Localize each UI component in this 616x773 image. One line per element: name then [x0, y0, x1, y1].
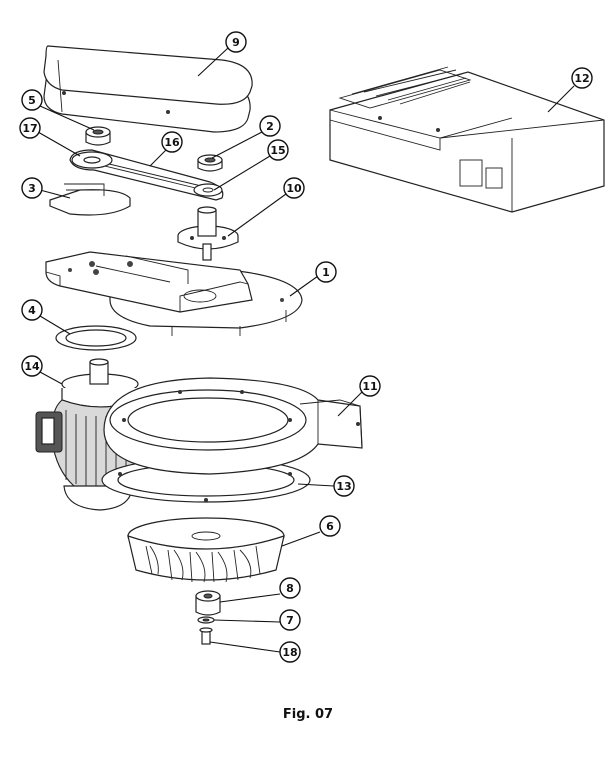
callout-7: 7: [279, 609, 301, 631]
part-12-control-box: [329, 66, 605, 213]
callout-label: 16: [164, 136, 180, 149]
callout-11: 11: [359, 375, 381, 397]
part-10-pulley-hub: [177, 206, 239, 261]
part-5-bushing: [85, 126, 111, 146]
part-18-bolt: [199, 627, 213, 645]
callout-label: 6: [326, 520, 334, 533]
part-11-fan-housing: [103, 377, 363, 475]
callout-label: 18: [282, 646, 297, 659]
callout-label: 8: [286, 582, 294, 595]
callout-17: 17: [19, 117, 41, 139]
callout-label: 4: [28, 304, 36, 317]
part-7-washer: [197, 616, 215, 624]
callout-9: 9: [225, 31, 247, 53]
callout-6: 6: [319, 515, 341, 537]
callout-label: 14: [24, 360, 40, 373]
part-1-mounting-plate: [45, 251, 303, 336]
callout-18: 18: [279, 641, 301, 663]
part-6-impeller: [127, 517, 285, 583]
part-9-belt-cover: [43, 45, 253, 133]
callout-15: 15: [267, 139, 289, 161]
callout-label: 15: [270, 144, 285, 157]
callout-label: 1: [322, 266, 330, 279]
callout-4: 4: [21, 299, 43, 321]
callout-label: 5: [28, 94, 36, 107]
callout-2: 2: [259, 115, 281, 137]
part-4-gasket-ring: [55, 325, 137, 351]
callout-10: 10: [283, 177, 305, 199]
callout-1: 1: [315, 261, 337, 283]
callout-3: 3: [21, 177, 43, 199]
callout-13: 13: [333, 475, 355, 497]
callout-label: 10: [286, 182, 302, 195]
callout-12: 12: [571, 67, 593, 89]
part-3-gasket: [49, 183, 131, 216]
callout-14: 14: [21, 355, 43, 377]
callout-label: 12: [574, 72, 589, 85]
callout-label: 3: [28, 182, 36, 195]
callout-8: 8: [279, 577, 301, 599]
callout-label: 17: [22, 122, 37, 135]
callout-16: 16: [161, 131, 183, 153]
callout-label: 11: [362, 380, 377, 393]
callout-label: 7: [286, 614, 294, 627]
part-8-hub-bushing: [195, 590, 221, 616]
leader-lines: [37, 47, 575, 653]
part-2-bushing: [197, 154, 223, 172]
callout-label: 2: [266, 120, 274, 133]
part-16-belt-assembly: [69, 149, 224, 201]
figure-caption: Fig. 07: [282, 707, 334, 722]
callout-label: 9: [232, 36, 240, 49]
callout-label: 13: [336, 480, 351, 493]
callout-5: 5: [21, 89, 43, 111]
